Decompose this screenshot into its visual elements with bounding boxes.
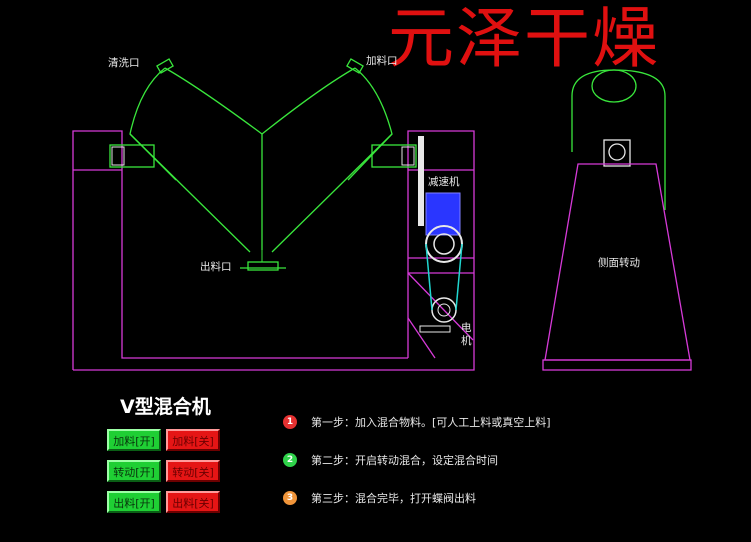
step-1: 1 第一步：加入混合物料。[可人工上料或真空上料] (283, 414, 551, 430)
rotate-close-button[interactable]: 转动[关] (166, 460, 220, 482)
rotate-open-button[interactable]: 转动[开] (107, 460, 161, 482)
reducer-label: 减速机 (428, 175, 460, 188)
reducer-motor (418, 136, 463, 333)
machine-frame (72, 130, 475, 371)
feed-open-button[interactable]: 加料[开] (107, 429, 161, 451)
discharge-port-label: 出料口 (200, 260, 232, 273)
step-3: 3 第三步：混合完毕，打开蝶阀出料 (283, 490, 476, 506)
feed-close-button[interactable]: 加料[关] (166, 429, 220, 451)
discharge-open-button[interactable]: 出料[开] (107, 491, 161, 513)
step-3-text: 第三步：混合完毕，打开蝶阀出料 (311, 492, 476, 505)
side-view (542, 69, 692, 371)
motor-label: 电 机 (461, 322, 472, 347)
wash-port-label: 清洗口 (108, 56, 140, 69)
step-2: 2 第二步：开启转动混合，设定混合时间 (283, 452, 498, 468)
feed-port-label: 加料口 (366, 54, 398, 67)
brand-title: 元泽干燥 (388, 0, 660, 77)
machine-title: V型混合机 (120, 396, 211, 418)
v-vessel (109, 58, 417, 271)
step-3-badge: 3 (283, 491, 297, 505)
step-2-text: 第二步：开启转动混合，设定混合时间 (311, 454, 498, 467)
discharge-close-button[interactable]: 出料[关] (166, 491, 220, 513)
step-2-badge: 2 (283, 453, 297, 467)
side-rotation-label: 侧面转动 (598, 256, 640, 269)
step-1-badge: 1 (283, 415, 297, 429)
step-1-text: 第一步：加入混合物料。[可人工上料或真空上料] (311, 416, 551, 429)
